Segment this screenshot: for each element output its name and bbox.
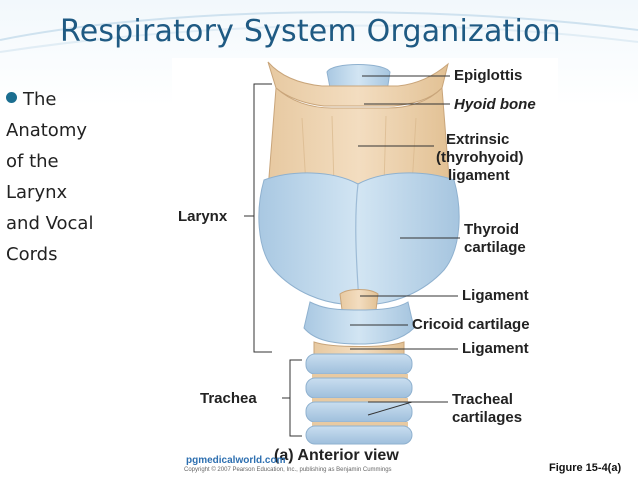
- label-epiglottis: Epiglottis: [454, 67, 522, 84]
- label-tracheal-2: cartilages: [452, 409, 522, 426]
- bullet-line-6: Cords: [6, 244, 58, 265]
- label-ligament-1: Ligament: [462, 287, 529, 304]
- label-larynx: Larynx: [178, 208, 228, 225]
- cricoid-cartilage-shape: [303, 301, 415, 345]
- larynx-figure: Epiglottis Hyoid bone Extrinsic (thyrohy…: [172, 58, 558, 477]
- label-hyoid-bone: Hyoid bone: [454, 96, 536, 113]
- label-tracheal-1: Tracheal: [452, 391, 513, 408]
- bullet-text: The Anatomy of the Larynx and Vocal Cord…: [6, 84, 171, 270]
- slide-title: Respiratory System Organization: [60, 14, 561, 49]
- cricothyroid-ligament-shape: [339, 289, 379, 311]
- bullet-dot-icon: [6, 92, 17, 103]
- label-extrinsic-3: ligament: [448, 167, 510, 184]
- tracheal-rings: [305, 353, 413, 445]
- copyright-line: Copyright © 2007 Pearson Education, Inc.…: [184, 467, 392, 473]
- label-anterior-view: (a) Anterior view: [274, 447, 399, 464]
- label-cricoid: Cricoid cartilage: [412, 316, 530, 333]
- header-swoosh: [0, 11, 638, 53]
- bullet-line-1: The: [23, 89, 57, 110]
- source-watermark: pgmedicalworld.com: [186, 455, 286, 466]
- thyrohyoid-ligament-shape: [267, 86, 451, 191]
- figure-reference: Figure 15-4(a): [549, 462, 622, 474]
- label-trachea: Trachea: [200, 390, 257, 407]
- bullet-line-4: Larynx: [6, 182, 68, 203]
- label-ligament-2: Ligament: [462, 340, 529, 357]
- bullet-line-2: Anatomy: [6, 120, 88, 141]
- label-extrinsic-2: (thyrohyoid): [436, 149, 524, 166]
- label-extrinsic-1: Extrinsic: [446, 131, 509, 148]
- label-thyroid-2: cartilage: [464, 239, 526, 256]
- larynx-illustration: Epiglottis Hyoid bone Extrinsic (thyrohy…: [178, 61, 536, 464]
- bullet-line-3: of the: [6, 151, 59, 172]
- bullet-line-5: and Vocal: [6, 213, 94, 234]
- label-thyroid-1: Thyroid: [464, 221, 519, 238]
